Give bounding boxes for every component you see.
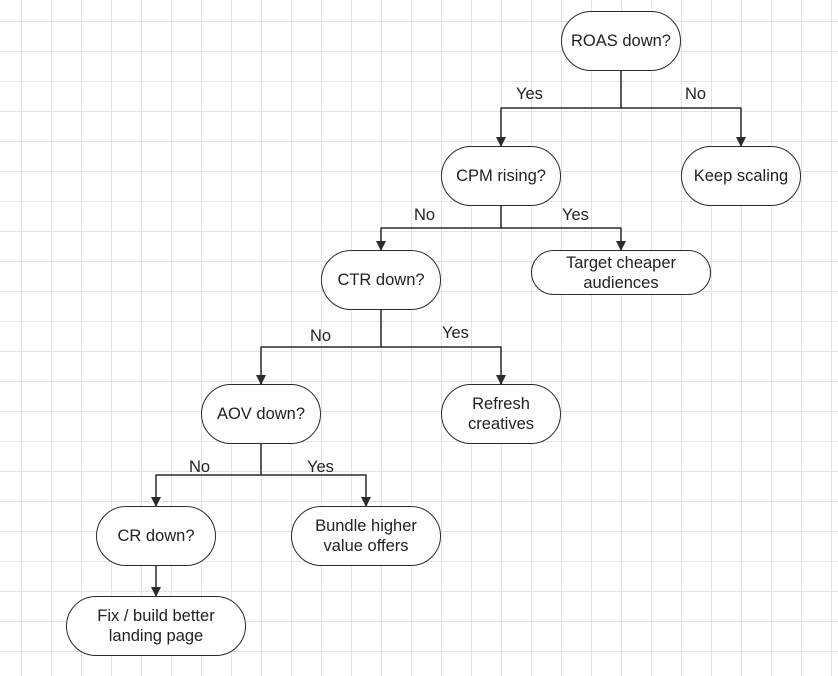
edge-label-cpm-no: No <box>414 206 436 224</box>
edge-label-ctr-yes: Yes <box>442 324 469 342</box>
edge-label-roas-no: No <box>685 85 707 103</box>
connector-aov-no <box>151 444 262 507</box>
edge-label-aov-no: No <box>189 458 211 476</box>
node-cpm-rising[interactable]: CPM rising? <box>441 146 561 206</box>
connector-ctr-yes <box>381 346 506 385</box>
connector-roas-yes <box>496 71 622 147</box>
edge-label-cpm-yes: Yes <box>562 206 589 224</box>
edge-label-ctr-no: No <box>310 327 332 345</box>
connector-ctr-no <box>256 310 382 385</box>
node-roas-down[interactable]: ROAS down? <box>561 11 681 71</box>
connector-cpm-no <box>376 206 502 251</box>
node-refresh-creatives[interactable]: Refresh creatives <box>441 384 561 444</box>
node-keep-scaling[interactable]: Keep scaling <box>681 146 801 206</box>
edge-label-roas-yes: Yes <box>516 85 543 103</box>
node-ctr-down[interactable]: CTR down? <box>321 250 441 310</box>
node-aov-down[interactable]: AOV down? <box>201 384 321 444</box>
connector-aov-yes <box>261 474 371 507</box>
connector-cpm-yes <box>501 227 626 251</box>
node-target-cheaper-audiences[interactable]: Target cheaper audiences <box>531 250 711 295</box>
node-fix-landing-page[interactable]: Fix / build better landing page <box>66 596 246 656</box>
node-cr-down[interactable]: CR down? <box>96 506 216 566</box>
edge-label-aov-yes: Yes <box>307 458 334 476</box>
node-bundle-higher-value-offers[interactable]: Bundle higher value offers <box>291 506 441 566</box>
connector-roas-no <box>621 107 746 147</box>
